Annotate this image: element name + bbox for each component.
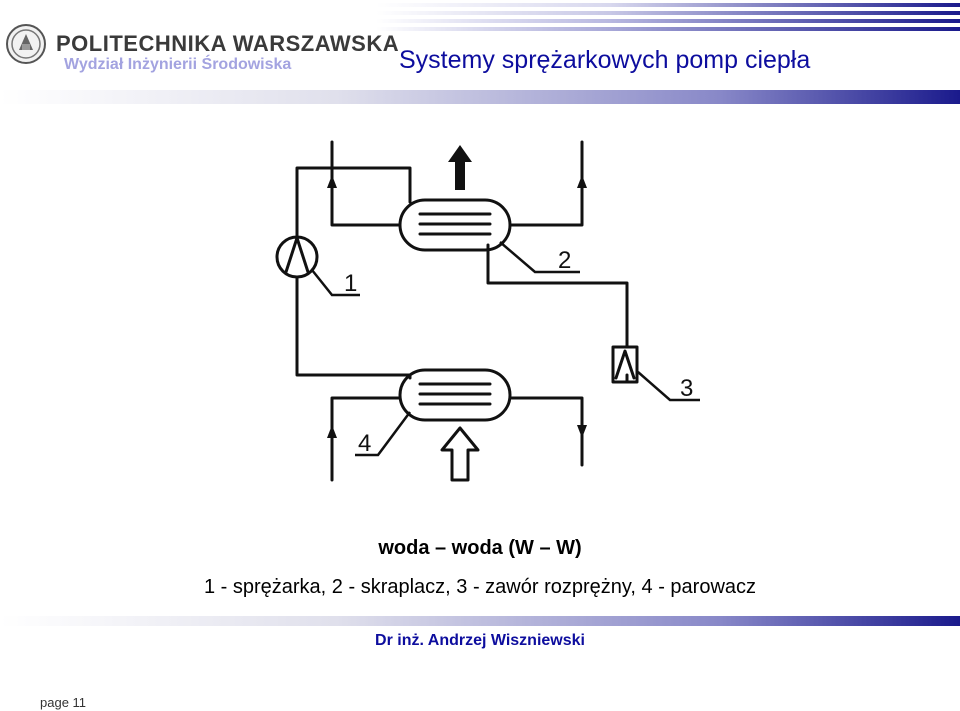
flow-arrow-up-icon [577,175,587,188]
compressor-triangle [284,236,310,274]
university-logo: POLITECHNIKA WARSZAWSKA [6,24,399,64]
heat-input-arrow-icon [440,426,480,482]
header-bar [376,27,960,31]
compressor-symbol [275,235,319,279]
flow-arrow-up-icon [327,425,337,438]
leader-line [499,241,580,274]
condenser-water-outlet [508,140,584,227]
decorative-top-bars [376,3,960,35]
label-compressor: 1 [344,270,357,297]
heat-pump-diagram: 1 2 3 4 [275,140,700,482]
header-bar [376,19,960,23]
evaporator-water-inlet [330,396,402,482]
expansion-valve [611,345,639,384]
condenser-water-inlet [330,140,402,227]
faculty-name: Wydział Inżynierii Środowiska [64,56,292,73]
diagram-caption-title: woda – woda (W – W) [378,537,582,559]
footer-bar [0,616,960,626]
leader-line [637,371,700,402]
expansion-valve-mark [614,349,636,380]
header-bar [376,11,960,15]
slide-header: POLITECHNIKA WARSZAWSKA Wydział Inżynier… [0,0,960,110]
label-evaporator: 4 [358,430,371,457]
heat-output-arrow-icon [448,145,472,190]
title-underbar [0,90,960,104]
label-condenser: 2 [558,247,571,274]
leader-line [355,411,412,457]
flow-arrow-up-icon [327,175,337,188]
slide-title: Systemy sprężarkowych pomp ciepła [399,46,811,74]
header-bar [376,3,960,7]
diagram-legend: 1 - sprężarka, 2 - skraplacz, 3 - zawór … [203,576,757,598]
flow-arrow-down-icon [577,425,587,438]
evaporator-water-outlet [508,396,584,467]
page-number: page 11 [40,695,87,710]
university-seal-icon [6,24,46,64]
refrigerant-pipe [295,166,412,239]
refrigerant-pipe [486,243,629,349]
leader-line [311,269,360,297]
university-name: POLITECHNIKA WARSZAWSKA [56,31,400,56]
label-expansion-valve: 3 [680,375,693,402]
evaporator-vessel [398,368,512,422]
author-name: Dr inż. Andrzej Wiszniewski [375,632,585,649]
